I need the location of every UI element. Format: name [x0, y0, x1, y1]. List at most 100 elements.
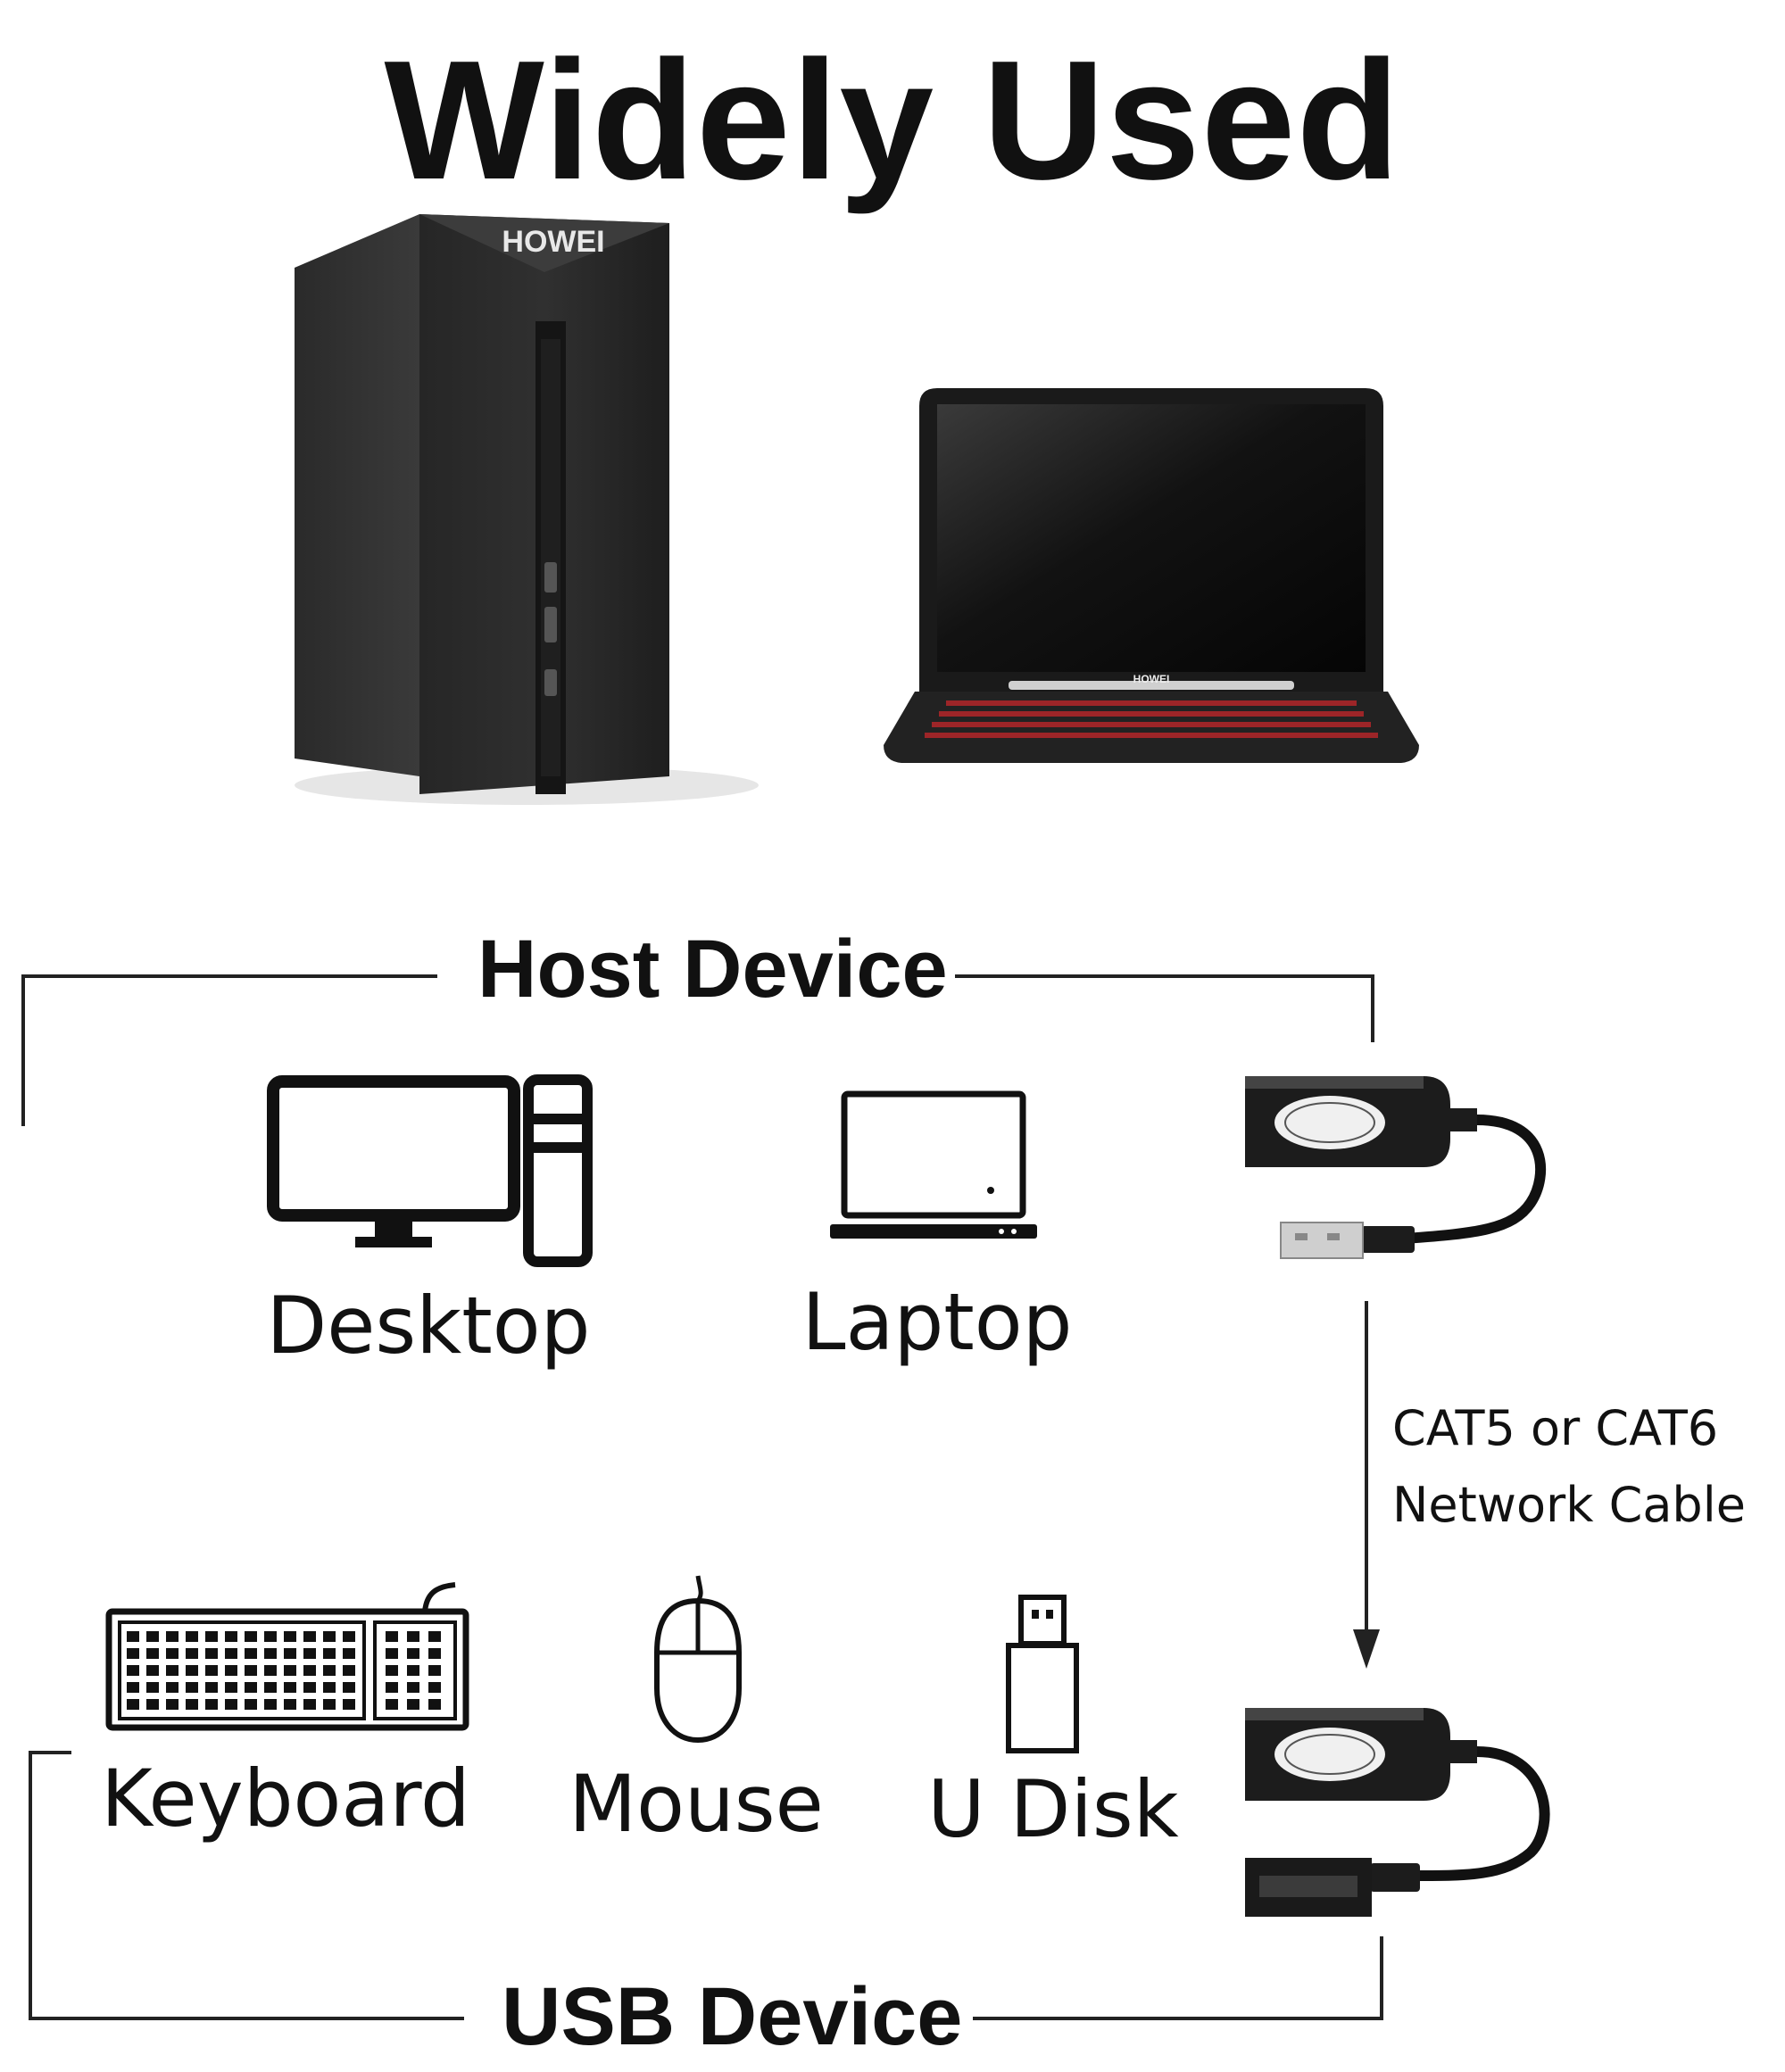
keyboard-key: [264, 1631, 277, 1642]
keyboard-key: [303, 1682, 316, 1693]
keyboard-key: [225, 1682, 237, 1693]
keyboard-key: [225, 1665, 237, 1676]
tower-brand-logo: HOWEI: [502, 225, 604, 259]
keyboard-key: [428, 1682, 441, 1693]
keyboard-key: [284, 1648, 296, 1659]
keyboard-key: [428, 1699, 441, 1710]
keyboard-key: [205, 1682, 218, 1693]
usb-device-label: USB Device: [502, 1971, 963, 2062]
keyboard-key: [245, 1665, 257, 1676]
keyboard-key: [205, 1648, 218, 1659]
keyboard-key: [303, 1648, 316, 1659]
keyboard-key: [245, 1648, 257, 1659]
desktop-computer-icon: [267, 1074, 593, 1267]
keyboard-key: [343, 1682, 355, 1693]
keyboard-key: [127, 1631, 139, 1642]
laptop-brand-logo: HOWEI: [1133, 673, 1170, 685]
keyboard-key: [127, 1648, 139, 1659]
desktop-label: Desktop: [266, 1280, 591, 1372]
keyboard-key: [166, 1631, 178, 1642]
keyboard-key: [284, 1682, 296, 1693]
keyboard-key: [343, 1631, 355, 1642]
keyboard-key: [303, 1699, 316, 1710]
laptop-image: HOWEI: [884, 388, 1419, 763]
keyboard-key: [186, 1665, 198, 1676]
keyboard-key: [407, 1699, 419, 1710]
keyboard-key: [225, 1648, 237, 1659]
keyboard-key: [386, 1665, 398, 1676]
keyboard-key: [264, 1665, 277, 1676]
keyboard-key: [323, 1665, 336, 1676]
usb-extender-receiver-icon: [1245, 1708, 1550, 1917]
keyboard-key: [166, 1665, 178, 1676]
tower-pc-image: HOWEI: [295, 214, 759, 805]
keyboard-key: [166, 1682, 178, 1693]
keyboard-key: [386, 1682, 398, 1693]
mouse-icon: [654, 1575, 742, 1744]
keyboard-key: [127, 1699, 139, 1710]
keyboard-key: [186, 1699, 198, 1710]
keyboard-key: [284, 1699, 296, 1710]
keyboard-key: [166, 1699, 178, 1710]
keyboard-key: [343, 1648, 355, 1659]
keyboard-key: [205, 1631, 218, 1642]
keyboard-key: [225, 1631, 237, 1642]
keyboard-key: [284, 1631, 296, 1642]
keyboard-key: [205, 1699, 218, 1710]
keyboard-key: [284, 1665, 296, 1676]
keyboard-key: [264, 1682, 277, 1693]
mouse-label: Mouse: [569, 1758, 824, 1850]
keyboard-key: [428, 1648, 441, 1659]
keyboard-key: [323, 1631, 336, 1642]
page-title: Widely Used: [384, 26, 1401, 215]
keyboard-key: [386, 1648, 398, 1659]
usb-flash-drive-icon: [1006, 1595, 1079, 1753]
keyboard-key: [166, 1648, 178, 1659]
keyboard-key: [146, 1682, 159, 1693]
keyboard-key: [428, 1665, 441, 1676]
keyboard-key: [127, 1665, 139, 1676]
keyboard-key: [407, 1648, 419, 1659]
keyboard-key: [264, 1648, 277, 1659]
keyboard-key: [205, 1665, 218, 1676]
keyboard-key: [407, 1682, 419, 1693]
keyboard-key: [343, 1699, 355, 1710]
keyboard-key: [245, 1631, 257, 1642]
cable-label-line1: CAT5 or CAT6: [1392, 1400, 1719, 1456]
keyboard-icon: [105, 1582, 469, 1731]
keyboard-key: [264, 1699, 277, 1710]
keyboard-key: [323, 1699, 336, 1710]
keyboard-key: [428, 1631, 441, 1642]
keyboard-key: [146, 1648, 159, 1659]
keyboard-key: [127, 1682, 139, 1693]
cable-label: CAT5 or CAT6 Network Cable: [1392, 1390, 1746, 1544]
host-device-label: Host Device: [477, 924, 948, 1015]
keyboard-key: [146, 1631, 159, 1642]
keyboard-key: [186, 1682, 198, 1693]
keyboard-label: Keyboard: [101, 1753, 470, 1844]
keyboard-key: [323, 1648, 336, 1659]
u-disk-label: U Disk: [927, 1763, 1179, 1855]
keyboard-key: [407, 1665, 419, 1676]
keyboard-key: [186, 1648, 198, 1659]
keyboard-key: [186, 1631, 198, 1642]
keyboard-key: [303, 1631, 316, 1642]
keyboard-key: [386, 1699, 398, 1710]
keyboard-key: [245, 1699, 257, 1710]
keyboard-key: [343, 1665, 355, 1676]
keyboard-key: [303, 1665, 316, 1676]
keyboard-key: [407, 1631, 419, 1642]
laptop-icon: [830, 1090, 1037, 1239]
laptop-label: Laptop: [801, 1276, 1073, 1368]
keyboard-key: [146, 1699, 159, 1710]
keyboard-key: [225, 1699, 237, 1710]
usb-extender-transmitter-icon: [1245, 1076, 1547, 1259]
cable-label-line2: Network Cable: [1392, 1477, 1746, 1533]
keyboard-key: [386, 1631, 398, 1642]
keyboard-key: [323, 1682, 336, 1693]
keyboard-key: [146, 1665, 159, 1676]
keyboard-key: [245, 1682, 257, 1693]
